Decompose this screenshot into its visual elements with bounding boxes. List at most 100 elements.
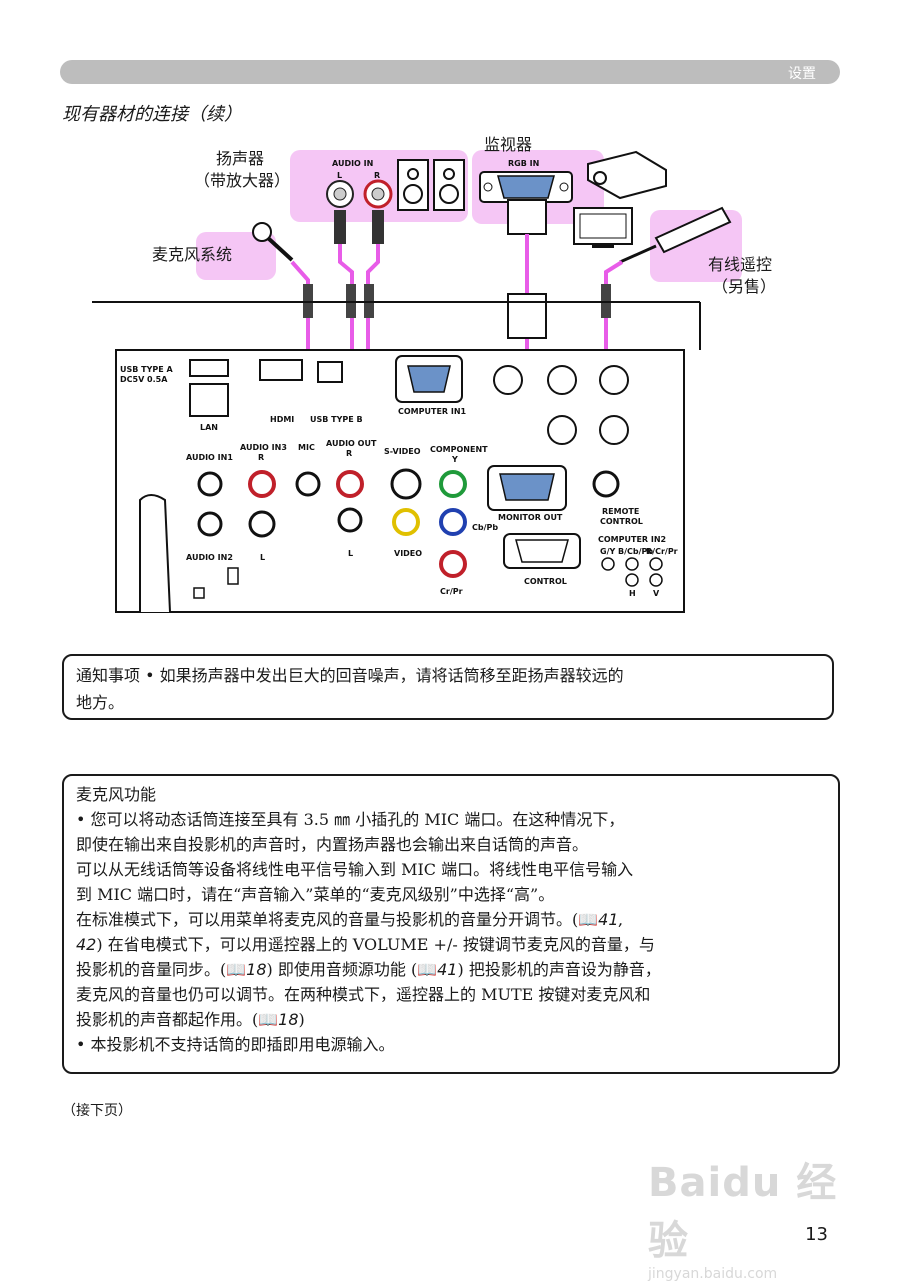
audio-in1-jack [197, 471, 223, 497]
remote-control-label-2: CONTROL [600, 517, 643, 526]
mic-function-line-7: 投影机的音量同步。(📖18) 即使用音频源功能 (📖41) 把投影机的声音设为静… [76, 960, 661, 979]
notice-label: 通知事项 [76, 666, 141, 685]
page-ref: 41, [598, 910, 624, 929]
hdmi-port [259, 359, 303, 381]
mic-function-line-3: 可以从无线话筒等设备将线性电平信号输入到 MIC 端口。将线性电平信号输入 [76, 860, 634, 879]
connection-diagram: 扬声器 （带放大器） 监视器 麦克风系统 有线遥控 （另售） AUDIO IN … [92, 135, 776, 613]
monitor-icon [573, 207, 633, 248]
page-title: 现有器材的连接（续） [62, 104, 242, 125]
computer-in2-r-label: R/Cr/Pr [646, 547, 678, 556]
computer-in2-label: COMPUTER IN2 [598, 535, 666, 544]
audio-in1-label: AUDIO IN1 [186, 453, 233, 462]
speaker-icon [397, 159, 465, 211]
rgb-in-connector [479, 171, 573, 203]
mic-function-line-4: 到 MIC 端口时，请在“声音输入”菜单的“麦克风级别”中选择“高”。 [76, 885, 555, 904]
book-icon: 📖 [258, 1010, 279, 1029]
rca-plug-r [372, 210, 384, 244]
remote-control-jack [592, 470, 620, 498]
s-video-label: S-VIDEO [384, 447, 421, 456]
audio-in3-r-label: R [258, 453, 264, 462]
book-icon: 📖 [578, 910, 599, 929]
remote-control-label-1: REMOTE [602, 507, 639, 516]
component-y-label: Y [451, 455, 458, 464]
book-icon: 📖 [417, 960, 438, 979]
mic-function-box: 麦克风功能 • 您可以将动态话筒连接至具有 3.5 ㎜ 小插孔的 MIC 端口。… [62, 774, 840, 1074]
computer-in2-b-label: B/Cb/Pb [618, 547, 653, 556]
mic-function-line-2: 即使在输出来自投影机的声音时，内置扬声器也会输出来自话筒的声音。 [76, 835, 589, 854]
page-number: 13 [805, 1224, 828, 1245]
section-label: 设置 [788, 66, 816, 82]
mic-function-line-1: • 您可以将动态话筒连接至具有 3.5 ㎜ 小插孔的 MIC 端口。在这种情况下… [76, 810, 625, 829]
notice-text-2: 地方。 [76, 693, 125, 712]
usb-type-a-label: USB TYPE A [120, 365, 174, 374]
audio-in3-l-jack [248, 510, 276, 538]
rca-plug-l [334, 210, 346, 244]
s-video-port [390, 468, 422, 500]
lan-port [189, 383, 229, 417]
mic-function-line-5: 在标准模式下，可以用菜单将麦克风的音量与投影机的音量分开调节。(📖41, [76, 910, 624, 929]
continued-label: （接下页） [62, 1103, 132, 1119]
component-y-jack [439, 470, 467, 498]
audio-out-l-label: L [348, 549, 353, 558]
watermark-sub: jingyan.baidu.com [648, 1266, 778, 1282]
mic-system-label: 麦克风系统 [152, 245, 232, 264]
audio-in3-label: AUDIO IN3 [240, 443, 287, 452]
foot-stand [139, 494, 171, 613]
computer-in2-v-label: V [653, 589, 660, 598]
video-jack [392, 508, 420, 536]
monitor-out-label: MONITOR OUT [498, 513, 563, 522]
vga-plug-top [507, 199, 547, 235]
usb-type-b-label: USB TYPE B [310, 415, 363, 424]
usb-a-port [189, 359, 229, 377]
mic-function-line-6: 42) 在省电模式下，可以用遥控器上的 VOLUME +/- 按键调节麦克风的音… [76, 935, 655, 954]
mic-highlight [196, 232, 276, 280]
component-cr-label: Cr/Pr [440, 587, 463, 596]
mic-function-line-8: 麦克风的音量也仍可以调节。在两种模式下，遥控器上的 MUTE 按键对麦克风和 [76, 985, 651, 1004]
mic-jack [295, 471, 321, 497]
usb-b-port [317, 361, 343, 383]
usb-type-a-spec: DC5V 0.5A [120, 375, 168, 384]
speaker-label: 扬声器 [216, 149, 264, 168]
audio-in3-l-label: L [260, 553, 265, 562]
mic-function-last: • 本投影机不支持话筒的即插即用电源输入。 [76, 1035, 395, 1054]
audio-out-r-jack [336, 470, 364, 498]
control-label: CONTROL [524, 577, 567, 586]
speaker-sublabel: （带放大器） [194, 171, 290, 190]
wired-remote-label: 有线遥控 [708, 255, 772, 274]
monitor-label: 监视器 [484, 135, 532, 154]
audio-in-label: AUDIO IN [332, 159, 373, 168]
section-header-bar: 设置 [60, 60, 840, 84]
audio-in3-r-jack [248, 470, 276, 498]
component-cb-jack [439, 508, 467, 536]
computer-in1-label: COMPUTER IN1 [398, 407, 467, 416]
lan-label: LAN [200, 423, 218, 432]
mic-function-line-9: 投影机的声音都起作用。(📖18) [76, 1010, 305, 1029]
notice-text-1: • 如果扬声器中发出巨大的回音噪声，请将话筒移至距扬声器较远的 [145, 666, 624, 685]
computer-in2-h-label: H [629, 589, 636, 598]
bnc-ports [493, 365, 629, 445]
audio-out-l-jack [337, 507, 363, 533]
mic-port-label: MIC [298, 443, 315, 452]
page-ref: 18 [246, 960, 267, 979]
component-cr-jack [439, 550, 467, 578]
audio-in-l-label: L [337, 171, 342, 180]
component-cb-label: Cb/Pb [472, 523, 498, 532]
computer-in2-g-label: G/Y [600, 547, 615, 556]
audio-in2-label: AUDIO IN2 [186, 553, 233, 562]
hdmi-label: HDMI [270, 415, 294, 424]
kensington-lock-icon [193, 567, 239, 599]
notice-line-1: 通知事项 • 如果扬声器中发出巨大的回音噪声，请将话筒移至距扬声器较远的 [76, 662, 820, 689]
audio-out-r-label: R [346, 449, 352, 458]
page-ref: 42 [76, 935, 97, 954]
watermark-main: Baidu 经验 [648, 1160, 838, 1264]
page-ref: 18 [278, 1010, 299, 1029]
audio-in2-jack [197, 511, 223, 537]
vga-plug-bottom [507, 293, 547, 339]
projector-icon [587, 150, 667, 200]
wired-remote-icon [619, 206, 732, 264]
rgb-in-label: RGB IN [508, 159, 539, 168]
computer-in2-ports [601, 557, 663, 587]
microphone-icon [252, 222, 294, 262]
component-label: COMPONENT [430, 445, 488, 454]
page-ref: 41 [437, 960, 458, 979]
